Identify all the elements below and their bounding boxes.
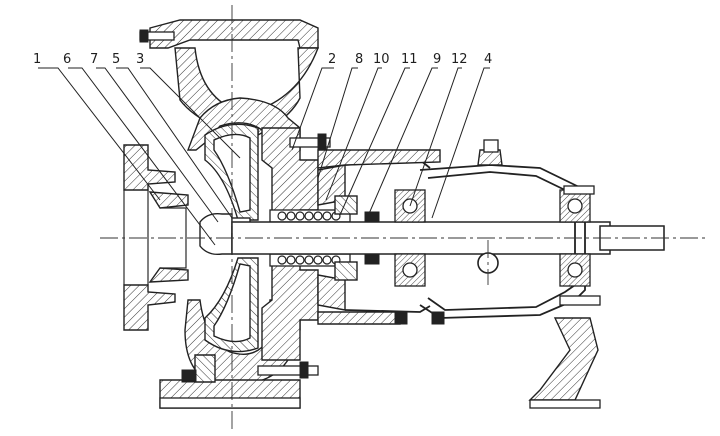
callout-9: 9	[433, 52, 441, 67]
spring-coil	[295, 255, 305, 265]
callout-2: 2	[328, 52, 336, 67]
callout-3: 3	[136, 52, 144, 67]
spring-coil	[313, 211, 323, 221]
callout-11: 11	[401, 52, 418, 67]
leader-lines	[38, 67, 490, 246]
callout-7: 7	[90, 52, 98, 67]
spring-coil	[277, 211, 287, 221]
callout-5: 5	[112, 52, 120, 67]
bolts	[139, 29, 601, 383]
spring-coil	[322, 255, 332, 265]
spring-coil	[322, 211, 332, 221]
callout-labels: 1 6 7 5 3 2 8 10 11 9 12 4	[33, 52, 492, 67]
spring-coil	[295, 211, 305, 221]
callout-6: 6	[63, 52, 71, 67]
callout-4: 4	[484, 52, 492, 67]
spring-coil	[313, 255, 323, 265]
spring-coil	[304, 211, 314, 221]
callout-10: 10	[373, 52, 390, 67]
spring-coil	[286, 211, 296, 221]
callout-8: 8	[355, 52, 363, 67]
spring-coil	[277, 255, 287, 265]
suction-flange	[123, 144, 189, 331]
spring-coil	[304, 255, 314, 265]
bearing-housing	[394, 139, 601, 409]
pump-casing	[149, 19, 320, 409]
spring-coil	[286, 255, 296, 265]
callout-1: 1	[33, 52, 41, 67]
mechanical-seal	[269, 195, 358, 281]
callout-12: 12	[451, 52, 468, 67]
bearings	[364, 189, 591, 287]
bracket-cover	[261, 127, 441, 361]
